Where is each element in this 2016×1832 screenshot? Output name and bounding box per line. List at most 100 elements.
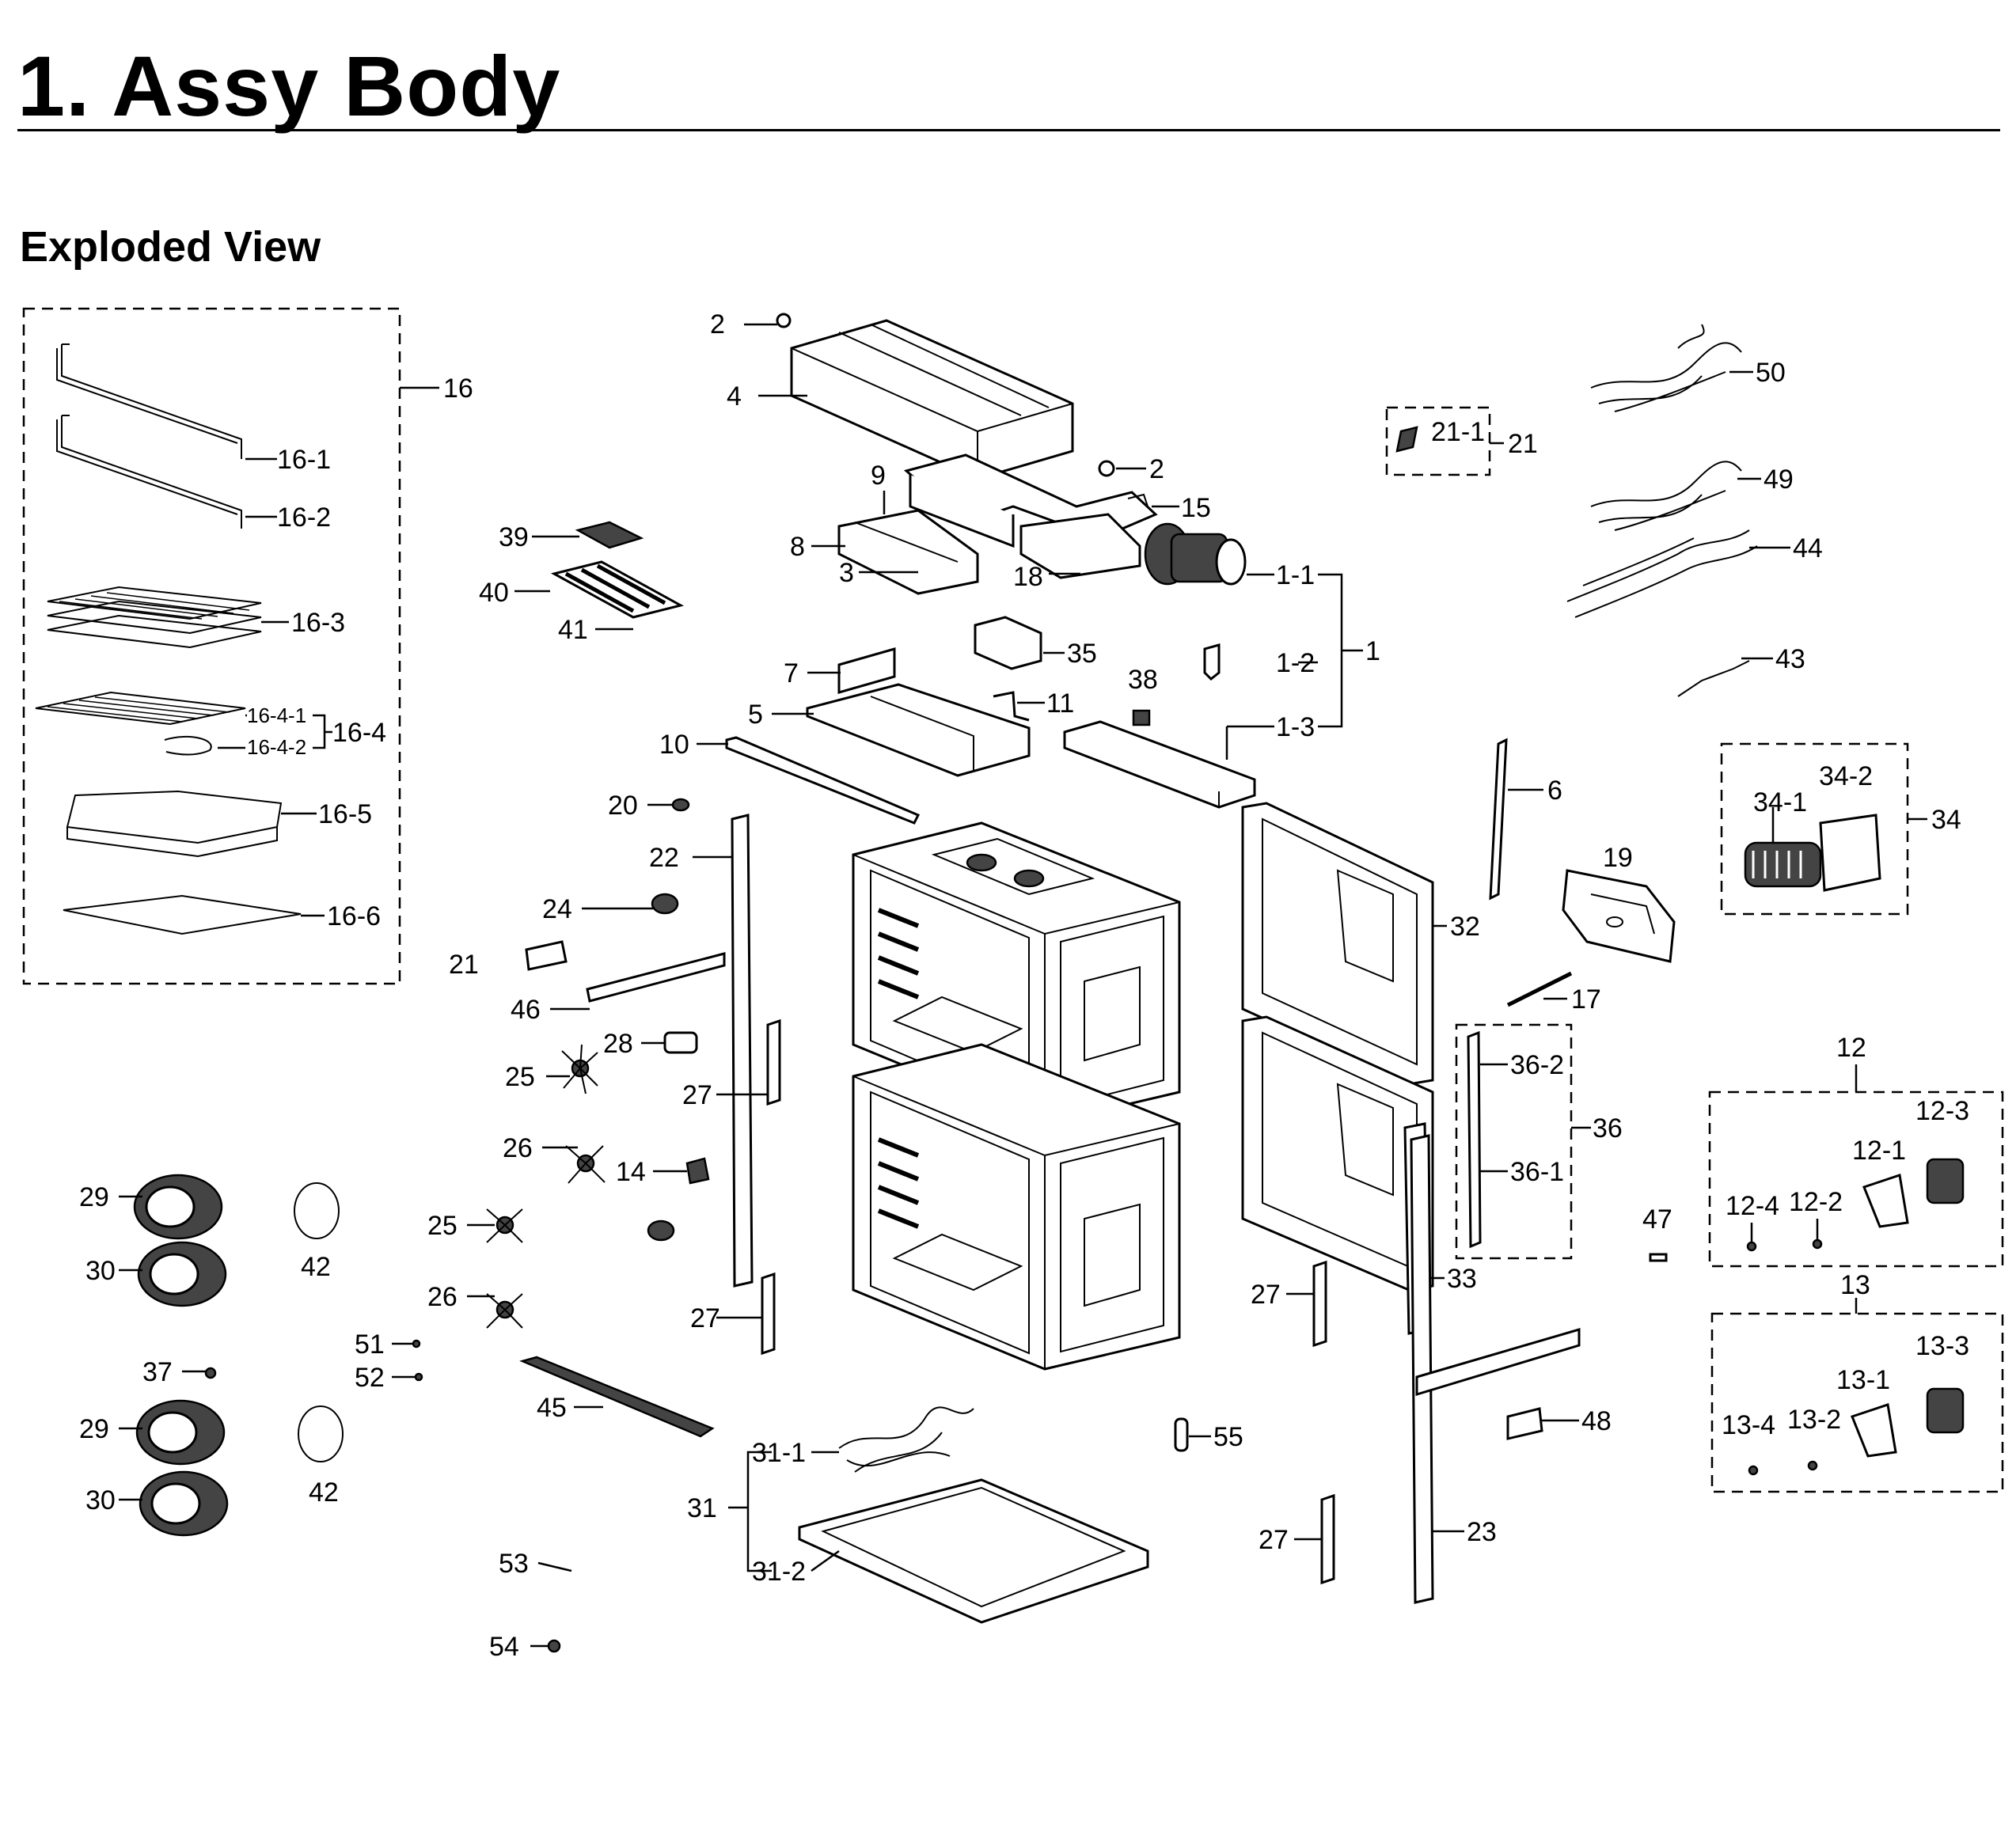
callout-7: 7 bbox=[784, 658, 799, 688]
callout-13-1: 13-1 bbox=[1836, 1365, 1890, 1395]
callout-42-second: 42 bbox=[309, 1477, 339, 1508]
callout-12-1: 12-1 bbox=[1852, 1136, 1906, 1166]
callout-5: 5 bbox=[748, 700, 763, 730]
callout-36-2: 36-2 bbox=[1510, 1050, 1564, 1080]
callout-12-2: 12-2 bbox=[1789, 1187, 1843, 1217]
callout-22: 22 bbox=[649, 843, 679, 873]
callout-4: 4 bbox=[727, 381, 742, 412]
callout-16-4-1: 16-4-1 bbox=[247, 704, 306, 727]
callout-27: 27 bbox=[682, 1080, 712, 1110]
callout-14: 14 bbox=[616, 1157, 646, 1187]
callout-6: 6 bbox=[1547, 776, 1562, 806]
callout-29: 29 bbox=[79, 1182, 109, 1212]
callout-1: 1 bbox=[1365, 636, 1380, 666]
oven-rack-icon bbox=[47, 586, 262, 649]
callout-16-2: 16-2 bbox=[277, 503, 331, 533]
callout-42: 42 bbox=[301, 1252, 331, 1282]
section-subtitle: Exploded View bbox=[20, 223, 321, 271]
callout-13: 13 bbox=[1840, 1270, 1870, 1300]
callout-35: 35 bbox=[1067, 639, 1097, 669]
callout-13-4: 13-4 bbox=[1722, 1410, 1775, 1440]
title-underline bbox=[17, 129, 2000, 131]
callout-34-2: 34-2 bbox=[1819, 761, 1873, 791]
callout-16-4-2: 16-4-2 bbox=[247, 735, 306, 759]
callout-13-3: 13-3 bbox=[1915, 1331, 1969, 1361]
callout-55: 55 bbox=[1213, 1422, 1243, 1452]
actuator-icon bbox=[1862, 1158, 1965, 1228]
callout-33: 33 bbox=[1447, 1264, 1477, 1294]
callout-27-second: 27 bbox=[690, 1303, 720, 1333]
blower-motor-icon bbox=[1144, 522, 1247, 586]
heater-icon bbox=[1744, 841, 1822, 888]
callout-21: 21 bbox=[449, 950, 479, 980]
callout-27-third: 27 bbox=[1251, 1280, 1281, 1310]
callout-20: 20 bbox=[608, 791, 638, 821]
side-panel-upper bbox=[1241, 802, 1434, 1086]
oven-cavity-lower bbox=[852, 1043, 1181, 1371]
callout-34-1: 34-1 bbox=[1753, 787, 1807, 817]
fan-blade-icon bbox=[565, 1145, 606, 1184]
fan-blade-icon bbox=[486, 1208, 523, 1243]
callout-29-second: 29 bbox=[79, 1414, 109, 1444]
callout-32: 32 bbox=[1450, 912, 1480, 942]
callout-1-2: 1-2 bbox=[1276, 648, 1315, 678]
callout-16-6: 16-6 bbox=[327, 901, 381, 931]
callout-46: 46 bbox=[511, 995, 541, 1025]
callout-44: 44 bbox=[1793, 533, 1823, 563]
callout-37: 37 bbox=[142, 1357, 173, 1387]
callout-3: 3 bbox=[839, 558, 854, 588]
callout-25-second: 25 bbox=[427, 1211, 457, 1241]
fan-blade-icon bbox=[486, 1293, 523, 1329]
callout-47: 47 bbox=[1642, 1204, 1672, 1235]
callout-31-1: 31-1 bbox=[752, 1438, 806, 1468]
callout-26: 26 bbox=[503, 1133, 533, 1163]
callout-19: 19 bbox=[1603, 843, 1633, 873]
callout-52: 52 bbox=[355, 1363, 385, 1393]
rack-group-16 bbox=[22, 307, 439, 985]
callout-48: 48 bbox=[1581, 1406, 1612, 1436]
callout-25: 25 bbox=[505, 1062, 535, 1092]
callout-1-3: 1-3 bbox=[1276, 712, 1315, 742]
callout-9: 9 bbox=[871, 461, 886, 491]
callout-49: 49 bbox=[1764, 465, 1794, 495]
callout-1-1: 1-1 bbox=[1276, 560, 1315, 590]
callout-18: 18 bbox=[1013, 562, 1043, 592]
callout-50: 50 bbox=[1756, 358, 1786, 388]
fan-blade-icon bbox=[561, 1044, 598, 1094]
callout-34: 34 bbox=[1931, 805, 1961, 835]
callout-54: 54 bbox=[489, 1632, 519, 1662]
callout-2: 2 bbox=[710, 309, 725, 339]
callout-41: 41 bbox=[558, 615, 588, 645]
callout-16-4: 16-4 bbox=[332, 718, 386, 748]
callout-31: 31 bbox=[687, 1493, 717, 1523]
callout-21-1: 21-1 bbox=[1431, 417, 1485, 447]
callout-2-second: 2 bbox=[1149, 454, 1164, 484]
callout-51: 51 bbox=[355, 1329, 385, 1360]
control-board-group bbox=[514, 521, 685, 631]
actuator-icon bbox=[1851, 1387, 1965, 1458]
callout-16-5: 16-5 bbox=[318, 799, 372, 829]
callout-36: 36 bbox=[1593, 1113, 1623, 1144]
callout-30: 30 bbox=[85, 1256, 116, 1286]
callout-16-3: 16-3 bbox=[291, 608, 345, 638]
top-cover-assembly bbox=[744, 313, 1274, 595]
callout-10: 10 bbox=[659, 730, 689, 760]
callout-43: 43 bbox=[1775, 644, 1805, 674]
callout-31-2: 31-2 bbox=[752, 1557, 806, 1587]
callout-40: 40 bbox=[479, 578, 509, 608]
knob-group bbox=[133, 1174, 344, 1537]
callout-38: 38 bbox=[1128, 665, 1158, 695]
callout-45: 45 bbox=[537, 1393, 567, 1423]
callout-23: 23 bbox=[1467, 1517, 1497, 1547]
callout-16-1: 16-1 bbox=[277, 445, 331, 475]
callout-28: 28 bbox=[603, 1029, 633, 1059]
callout-12-3: 12-3 bbox=[1915, 1096, 1969, 1126]
callout-30-second: 30 bbox=[85, 1485, 116, 1515]
callout-21-second: 21 bbox=[1508, 429, 1538, 459]
callout-53: 53 bbox=[499, 1549, 529, 1579]
callout-8: 8 bbox=[790, 532, 805, 562]
callout-27-fourth: 27 bbox=[1259, 1525, 1289, 1555]
upper-bracket-group bbox=[697, 647, 1045, 825]
callout-17: 17 bbox=[1571, 984, 1601, 1015]
